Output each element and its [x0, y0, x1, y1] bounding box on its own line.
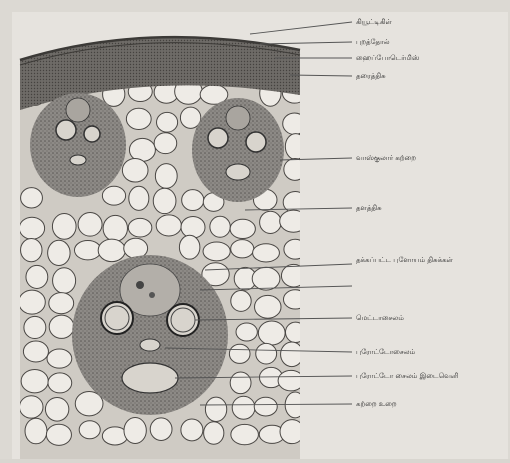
parenchyma-cell	[205, 397, 226, 421]
parenchyma-cell	[281, 342, 303, 367]
parenchyma-cell	[230, 372, 251, 394]
label-hypodermis: ஹைப்போடெர்மிஸ்	[356, 54, 419, 62]
label-cuticle: கியூட்டிகிள்	[356, 18, 392, 26]
parenchyma-cell	[260, 211, 282, 233]
parenchyma-cell	[128, 218, 152, 237]
parenchyma-cell	[79, 421, 100, 439]
parenchyma-cell	[21, 369, 48, 392]
parenchyma-cell	[232, 396, 255, 419]
parenchyma-cell	[48, 240, 70, 265]
parenchyma-cell	[19, 290, 46, 314]
parenchyma-cell	[229, 344, 250, 363]
parenchyma-cell	[19, 396, 43, 418]
parenchyma-cell	[45, 397, 68, 421]
parenchyma-cell	[255, 295, 282, 318]
parenchyma-cell	[19, 217, 44, 239]
parenchyma-cell	[52, 214, 76, 240]
parenchyma-cell	[155, 164, 177, 189]
label-protoxylem-lacuna: புரோட்டோ சைலம் இடைவெளி	[356, 372, 496, 380]
parenchyma-cell	[78, 213, 102, 237]
parenchyma-cell	[47, 349, 72, 368]
label-parenchyma: தளத்திசு	[356, 204, 382, 212]
parenchyma-cell	[156, 215, 181, 236]
parenchyma-cell	[46, 424, 71, 445]
parenchyma-cell	[129, 138, 155, 161]
label-protoxylem: புரோட்டோசைலம்	[356, 348, 415, 356]
parenchyma-cell	[181, 419, 203, 441]
parenchyma-cell	[157, 112, 178, 132]
parenchyma-cell	[204, 422, 224, 445]
parenchyma-cell	[150, 418, 172, 441]
label-vascular-bundle: வாஸ்குலார் கற்றை	[356, 154, 416, 162]
parenchyma-cell	[21, 188, 43, 208]
parenchyma-cell	[230, 219, 255, 238]
parenchyma-cell	[179, 235, 199, 259]
parenchyma-cell	[252, 267, 280, 290]
vascular-bundle-top-right	[192, 98, 284, 202]
parenchyma-cell	[49, 293, 74, 314]
parenchyma-cell	[23, 341, 48, 362]
vascular-bundle-top-left	[30, 93, 126, 197]
parenchyma-cell	[124, 417, 146, 443]
parenchyma-cell	[48, 373, 72, 393]
parenchyma-cell	[21, 238, 42, 261]
parenchyma-cell	[153, 188, 176, 213]
parenchyma-cell	[24, 316, 46, 338]
parenchyma-cell	[53, 268, 76, 294]
parenchyma-cell	[126, 108, 151, 129]
label-bundle-sheath: கற்றை உறை	[356, 400, 397, 408]
parenchyma-cell	[122, 158, 148, 182]
parenchyma-cell	[231, 424, 259, 444]
parenchyma-cell	[231, 291, 251, 312]
label-epidermis: புறத்தோல்	[356, 38, 390, 46]
parenchyma-cell	[236, 323, 257, 341]
parenchyma-cell	[258, 321, 285, 345]
parenchyma-cell	[25, 418, 47, 444]
label-metaxylem: மெட்டாசைலம்	[356, 314, 404, 322]
parenchyma-cell	[231, 240, 254, 258]
parenchyma-cell	[253, 244, 280, 262]
parenchyma-cell	[98, 239, 125, 262]
vascular-bundle-lower	[72, 255, 228, 415]
parenchyma-cell	[254, 397, 277, 416]
parenchyma-cell	[129, 186, 149, 210]
label-ground-tissue: தரைத்திசு	[356, 72, 386, 80]
parenchyma-cell	[49, 315, 74, 338]
parenchyma-cell	[154, 133, 177, 154]
parenchyma-cell	[26, 265, 48, 288]
parenchyma-cell	[181, 216, 205, 238]
parenchyma-cell	[103, 215, 127, 241]
parenchyma-cell	[182, 190, 204, 211]
parenchyma-cell	[203, 242, 230, 261]
parenchyma-cell	[256, 343, 277, 364]
parenchyma-cell	[102, 186, 125, 205]
label-phloem: தக்கப்பட்ட புளோயம் திசுக்கள்	[356, 256, 486, 264]
parenchyma-cell	[210, 216, 230, 237]
parenchyma-cell	[74, 240, 101, 259]
